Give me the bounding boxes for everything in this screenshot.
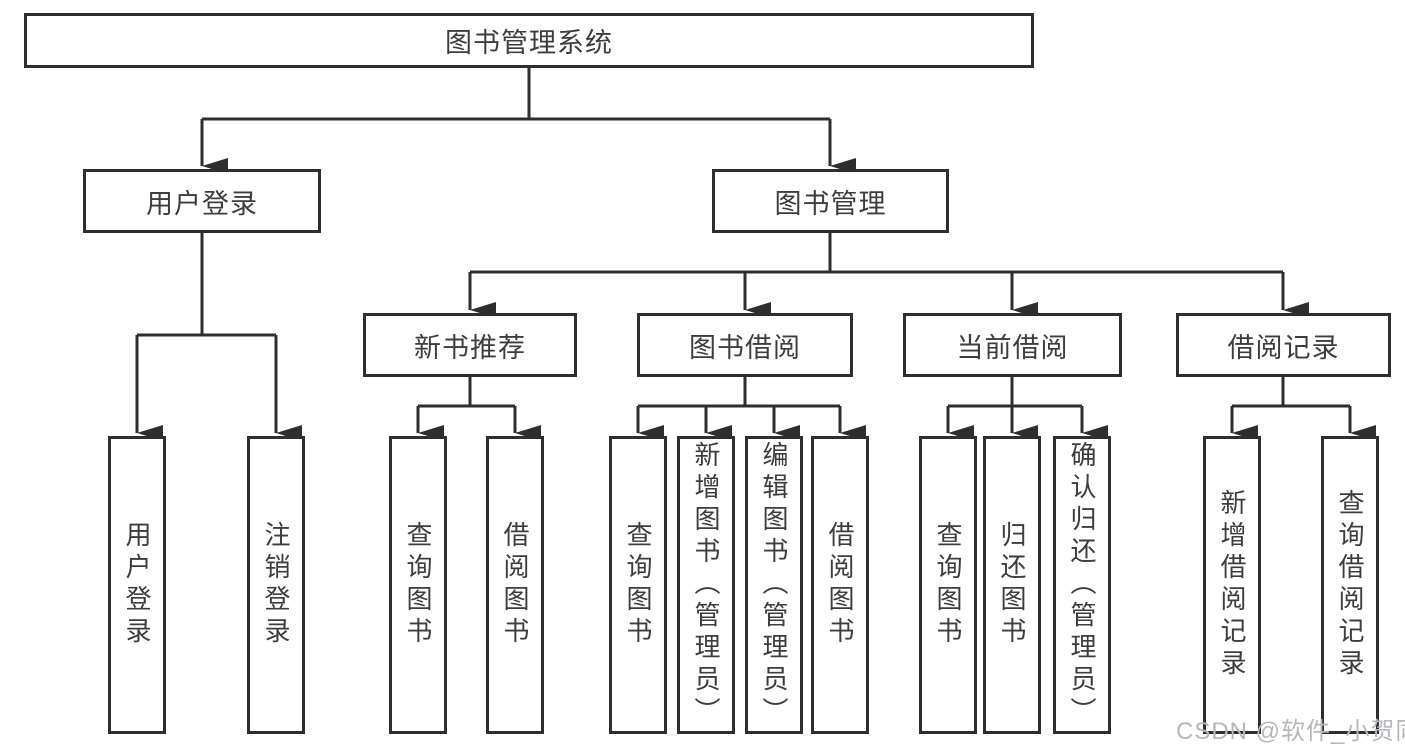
leaf-logout: 注销登录 <box>247 436 305 734</box>
leaf-query-borrow-record: 查询借阅记录 <box>1321 436 1379 734</box>
leaf-add-book-admin: 新增图书（管理员） <box>677 436 735 734</box>
node-root: 图书管理系统 <box>24 13 1034 68</box>
leaf-user-login: 用户登录 <box>108 436 166 734</box>
leaf-return-book: 归还图书 <box>983 436 1041 734</box>
node-borrow-records: 借阅记录 <box>1176 313 1391 377</box>
node-new-book-recommend: 新书推荐 <box>363 313 577 377</box>
node-current-borrow: 当前借阅 <box>903 313 1122 377</box>
leaf-borrow-books-recommend: 借阅图书 <box>486 436 544 734</box>
leaf-confirm-return-admin: 确认归还（管理员） <box>1053 436 1111 734</box>
leaf-query-books-current: 查询图书 <box>919 436 977 734</box>
leaf-query-books-recommend: 查询图书 <box>389 436 447 734</box>
leaf-add-borrow-record: 新增借阅记录 <box>1203 436 1261 734</box>
node-book-borrow: 图书借阅 <box>637 313 853 377</box>
node-user-login-branch: 用户登录 <box>83 169 321 233</box>
leaf-borrow-books: 借阅图书 <box>811 436 869 734</box>
leaf-edit-book-admin: 编辑图书（管理员） <box>745 436 803 734</box>
csdn-watermark: CSDN @软件_小贺同学 <box>1176 718 1405 745</box>
leaf-query-books-borrow: 查询图书 <box>609 436 667 734</box>
node-book-management-branch: 图书管理 <box>712 169 949 233</box>
